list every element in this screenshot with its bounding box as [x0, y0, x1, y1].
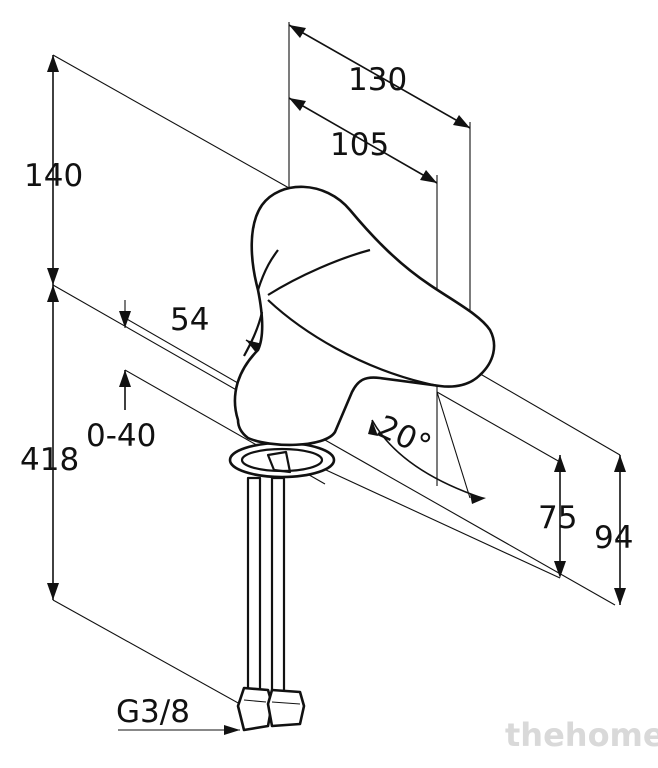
dim-140-label: 140: [24, 158, 83, 194]
dim-94-label: 94: [594, 520, 633, 556]
faucet-body: [228, 185, 496, 732]
watermark-logo: thehome: [505, 716, 658, 754]
dim-75-label: 75: [538, 500, 577, 536]
dim-418-label: 418: [20, 442, 79, 478]
dim-130-label: 130: [348, 62, 407, 98]
dim-54-label: 54: [170, 302, 209, 338]
dim-0-40-label: 0-40: [86, 418, 156, 454]
thread-g3-8-label: G3/8: [116, 694, 190, 730]
dim-20deg-label: 20°: [372, 409, 437, 465]
dim-105-label: 105: [330, 127, 389, 163]
